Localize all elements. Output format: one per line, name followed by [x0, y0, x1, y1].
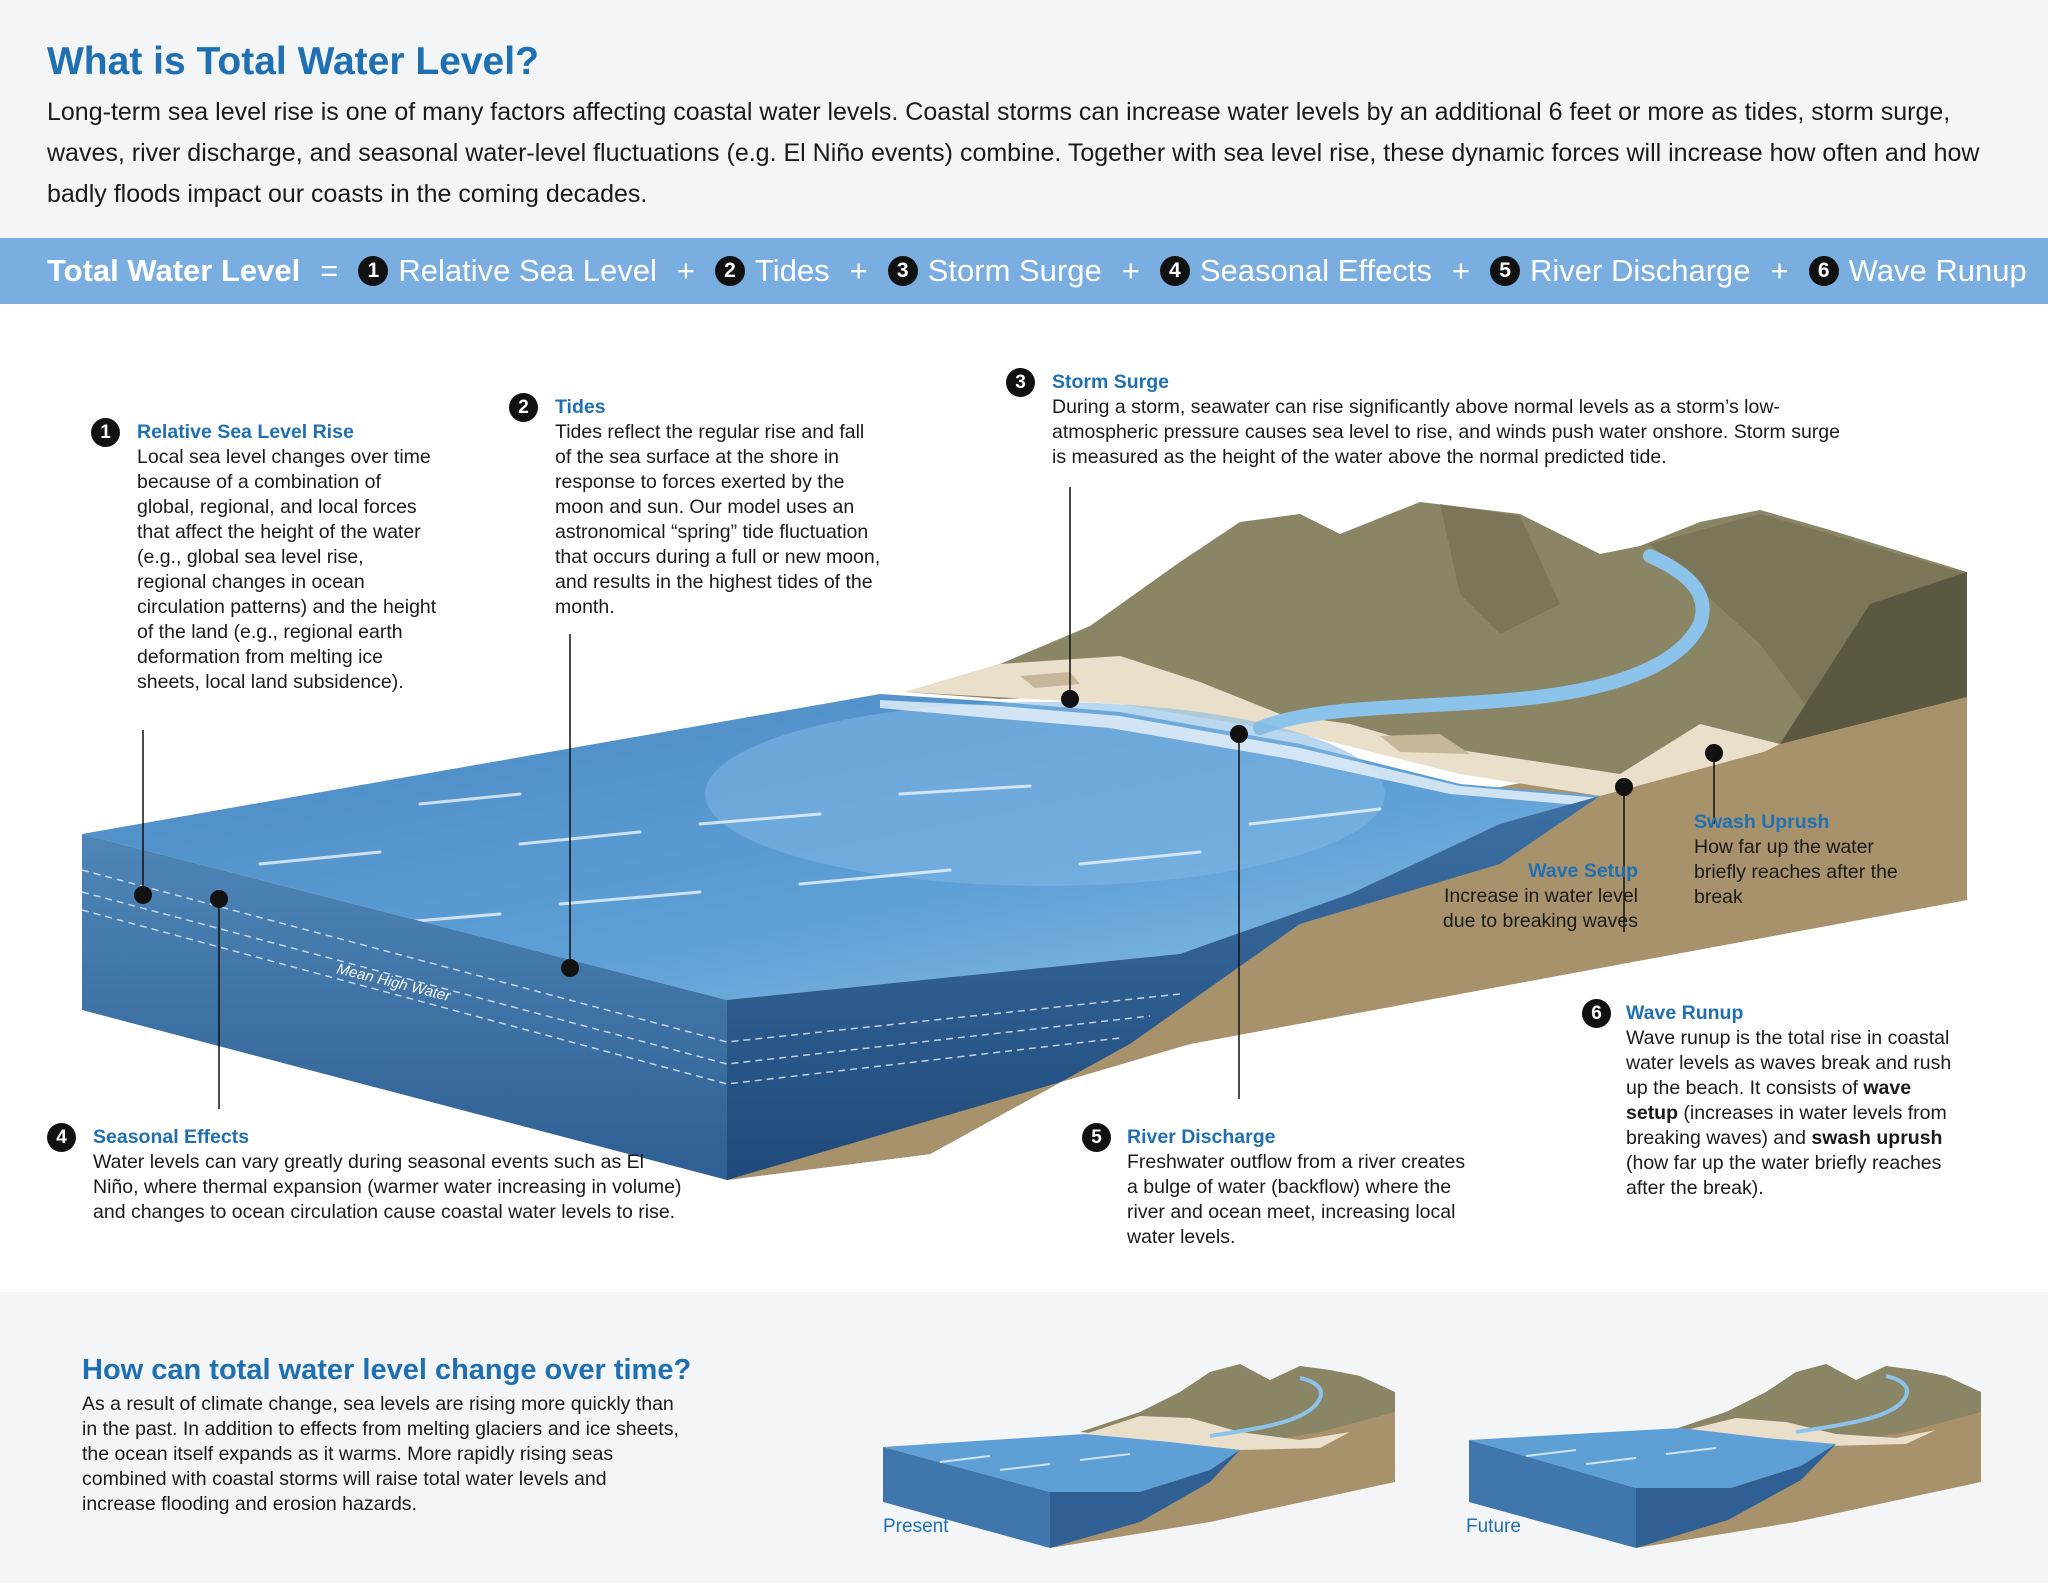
- hill-shadow: [1440, 504, 1560, 634]
- callout-text: Tides reflect the regular rise and fall …: [555, 421, 881, 618]
- callout-number-3: 3: [1006, 368, 1035, 397]
- river: [1253, 549, 1710, 735]
- equation-plus: +: [849, 253, 868, 288]
- equation-plus: +: [1451, 253, 1471, 288]
- callout-wave-runup: Wave Runup Wave runup is the total rise …: [1626, 1001, 1966, 1201]
- cliff-face: [1780, 572, 1967, 744]
- term-wave-setup: wave setup: [1626, 1077, 1912, 1124]
- block-front: [82, 834, 727, 1180]
- callout-text: Water levels can vary greatly during sea…: [93, 1151, 682, 1223]
- page-title: What is Total Water Level?: [47, 40, 539, 83]
- leader-lines: [142, 487, 1715, 1109]
- block-side: [727, 796, 1600, 1180]
- present-label: Present: [883, 1516, 949, 1537]
- callout-title: Seasonal Effects: [93, 1126, 250, 1148]
- equation-term-tides: Tides: [754, 253, 830, 288]
- surf-foam: [880, 700, 1600, 806]
- equation-num-2: 2: [714, 256, 745, 286]
- equation-plus: +: [1121, 253, 1140, 288]
- change-over-time-section: How can total water level change over ti…: [0, 1292, 2048, 1583]
- coastal-block-diagram: Mean High Water: [81, 487, 1967, 1180]
- callout-title: Relative Sea Level Rise: [137, 421, 354, 443]
- callout-number-5: 5: [1082, 1123, 1111, 1152]
- callout-tides: Tides Tides reflect the regular rise and…: [555, 395, 885, 620]
- equation-equals: =: [320, 253, 339, 288]
- callout-text: Wave runup is the total rise in coastal …: [1626, 1027, 1952, 1199]
- callout-title: Wave Runup: [1626, 1002, 1744, 1024]
- callout-text: During a storm, seawater can rise signif…: [1052, 396, 1840, 468]
- callout-text: Increase in water level due to breaking …: [1442, 885, 1638, 932]
- header-section: What is Total Water Level? Long-term sea…: [0, 0, 2048, 238]
- equation-num-6: 6: [1808, 256, 1839, 286]
- callout-text: Local sea level changes over time becaus…: [137, 446, 437, 693]
- seabed-slope: [727, 697, 1967, 1180]
- equation-term-relative-sea-level: Relative Sea Level: [398, 253, 657, 288]
- callout-title: Tides: [555, 396, 606, 418]
- present-thumbnail: [883, 1364, 1395, 1548]
- callout-text: How far up the water briefly reaches aft…: [1694, 836, 1898, 908]
- term-swash-uprush: swash uprush: [1811, 1127, 1943, 1149]
- callout-text: Freshwater outflow from a river creates …: [1127, 1151, 1466, 1248]
- callout-title: Storm Surge: [1052, 371, 1170, 393]
- future-label: Future: [1466, 1516, 1521, 1537]
- callout-title: River Discharge: [1127, 1126, 1276, 1148]
- callout-title: Wave Setup: [1528, 860, 1638, 882]
- equation-term-river-discharge: River Discharge: [1530, 253, 1751, 288]
- equation-num-3: 3: [887, 256, 918, 286]
- beach-sand: [905, 656, 1780, 804]
- water-level-lines: [81, 869, 1181, 1085]
- river-discharge-bulge: [705, 702, 1385, 886]
- callout-number-2: 2: [509, 393, 538, 422]
- dune-mark: [1020, 672, 1080, 688]
- equation-num-1: 1: [358, 256, 389, 286]
- equation-plus: +: [1770, 253, 1789, 288]
- equation-total: Total Water Level: [47, 253, 301, 288]
- section-title: How can total water level change over ti…: [82, 1354, 692, 1386]
- equation-band: Total Water Level = 1 Relative Sea Level…: [0, 238, 2048, 304]
- equation-term-wave-runup: Wave Runup: [1848, 253, 2027, 288]
- callout-river-discharge: River Discharge Freshwater outflow from …: [1127, 1125, 1467, 1250]
- leader-dots: [134, 690, 1723, 977]
- callout-storm-surge: Storm Surge During a storm, seawater can…: [1052, 370, 1852, 470]
- callout-number-4: 4: [47, 1123, 76, 1152]
- equation-term-storm-surge: Storm Surge: [927, 253, 1102, 288]
- equation-num-5: 5: [1490, 256, 1521, 286]
- callout-number-1: 1: [91, 418, 120, 447]
- equation-num-4: 4: [1159, 256, 1190, 286]
- section-text: As a result of climate change, sea level…: [82, 1393, 679, 1515]
- callout-wave-setup: Wave Setup Increase in water level due t…: [1420, 859, 1638, 934]
- dune-mark: [1380, 734, 1470, 754]
- intro-paragraph: Long-term sea level rise is one of many …: [47, 98, 1980, 208]
- equation-plus: +: [676, 253, 695, 288]
- callout-seasonal-effects: Seasonal Effects Water levels can vary g…: [93, 1125, 693, 1225]
- callout-relative-sea-level-rise: Relative Sea Level Rise Local sea level …: [137, 420, 437, 695]
- callout-number-6: 6: [1582, 999, 1611, 1028]
- future-thumbnail: [1469, 1364, 1981, 1548]
- equation-term-seasonal-effects: Seasonal Effects: [1199, 253, 1432, 288]
- diagram-section: Mean High Water: [0, 304, 2048, 1292]
- callout-swash-uprush: Swash Uprush How far up the water briefl…: [1694, 810, 1914, 910]
- callout-title: Swash Uprush: [1694, 811, 1830, 833]
